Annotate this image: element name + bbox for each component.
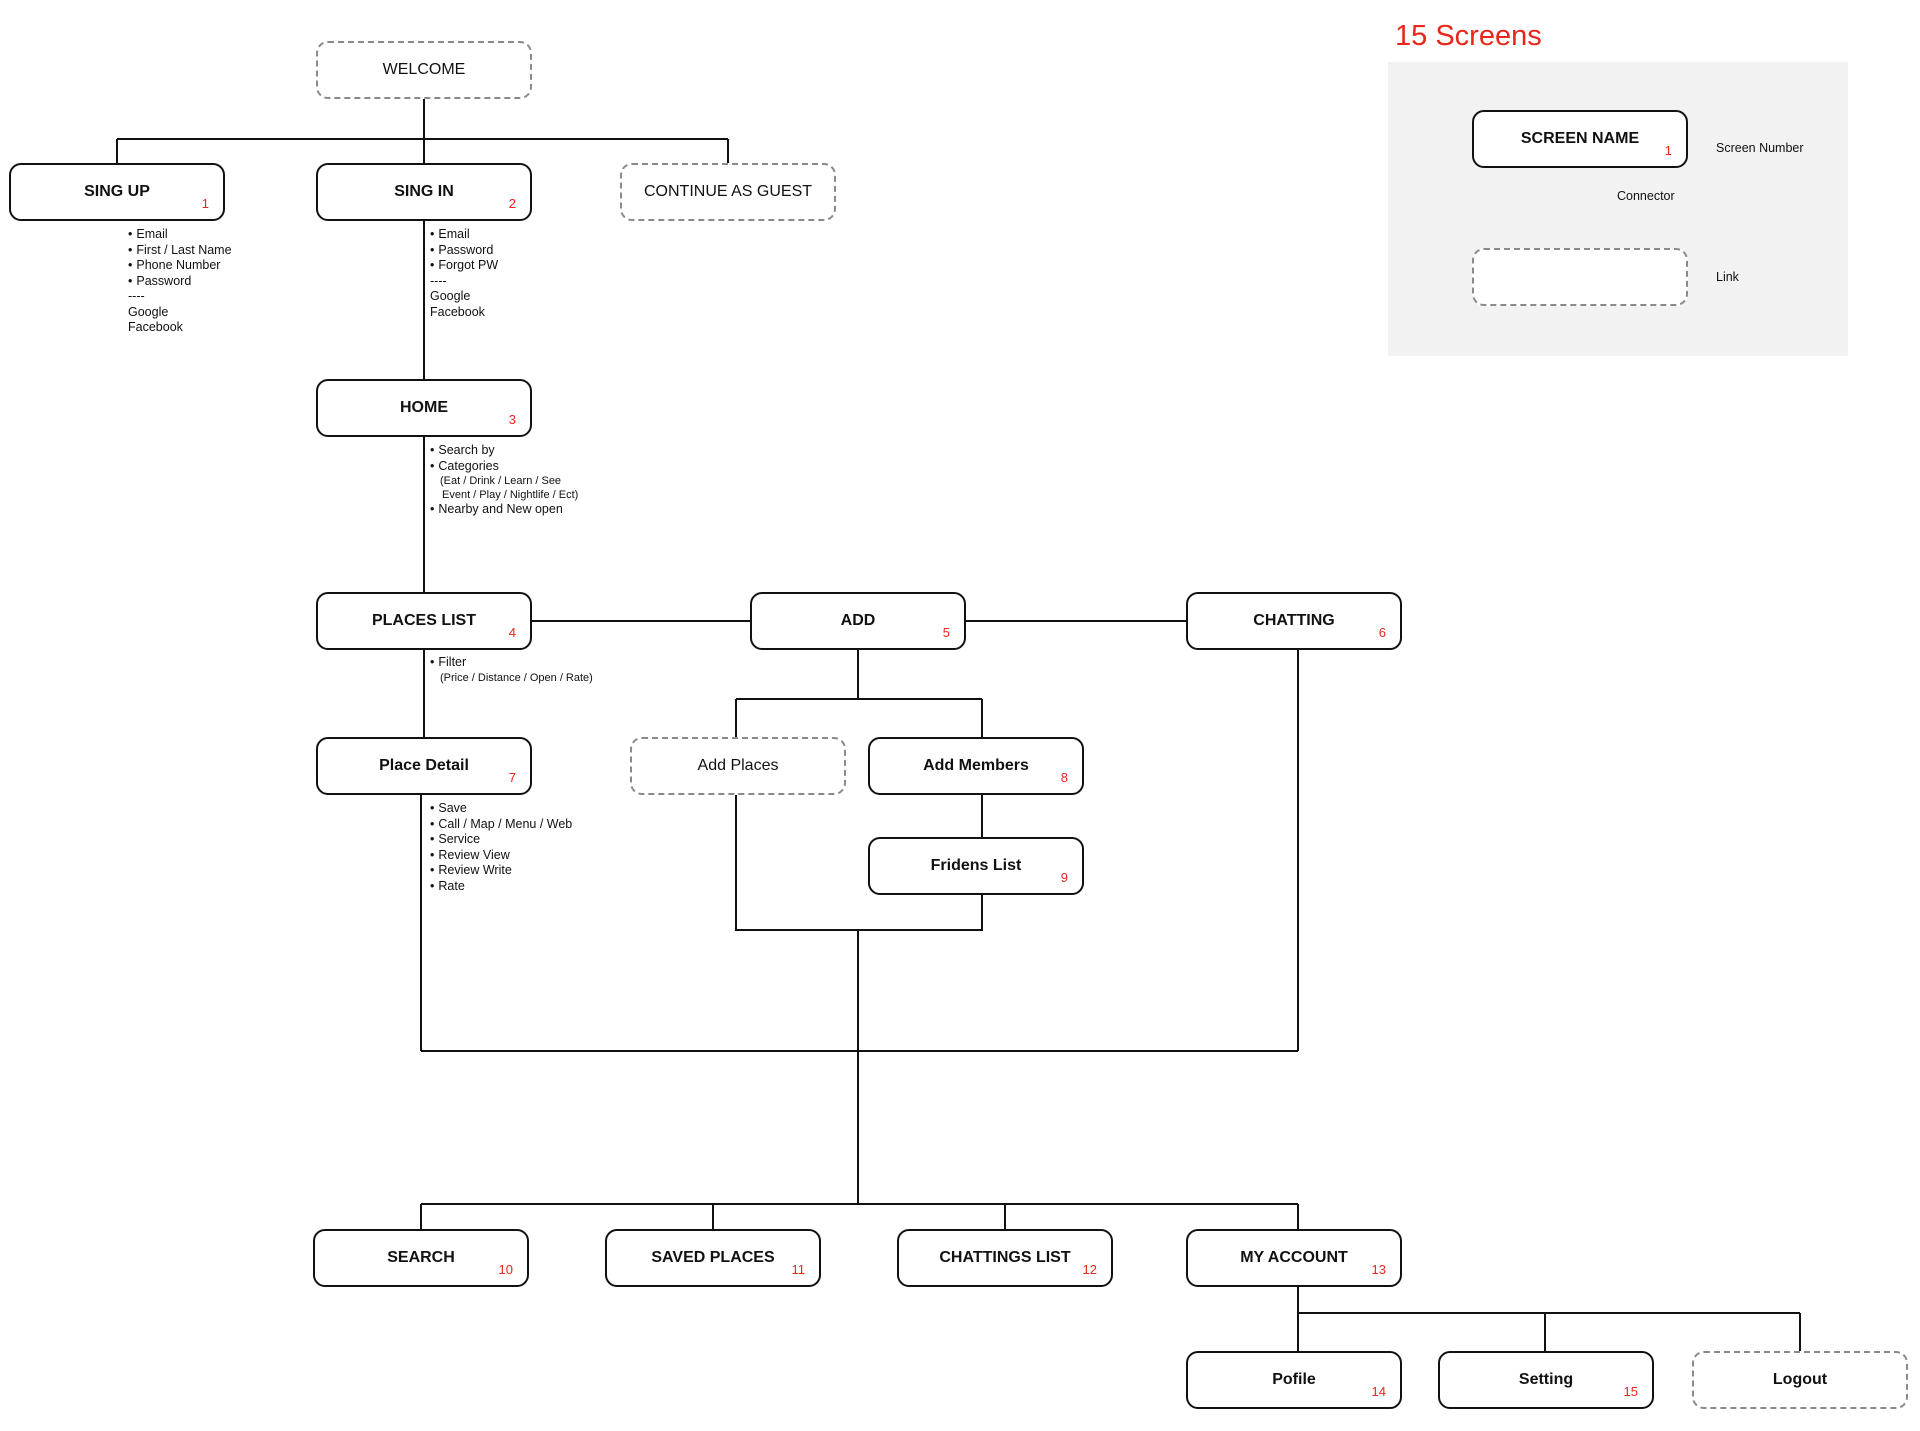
screen-number: 1	[201, 196, 209, 211]
node-saved-places: SAVED PLACES 11	[605, 1229, 821, 1287]
node-label: Logout	[1772, 1371, 1828, 1388]
notes-signin: Email Password Forgot PW ---- Google Fac…	[430, 227, 498, 320]
note-item: Review View	[430, 848, 572, 864]
screen-number: 8	[1060, 770, 1068, 785]
legend-title: 15 Screens	[1395, 20, 1542, 52]
node-signin: SING IN 2	[316, 163, 532, 221]
node-places-list: PLACES LIST 4	[316, 592, 532, 650]
screen-number: 6	[1378, 625, 1386, 640]
node-signup: SING UP 1	[9, 163, 225, 221]
node-label: SING UP	[84, 183, 150, 200]
node-logout: Logout	[1692, 1351, 1908, 1409]
note-item: Categories	[430, 459, 578, 475]
notes-home: Search by Categories (Eat / Drink / Lear…	[430, 443, 578, 518]
note-item: Password	[430, 243, 498, 259]
node-label: Add Places	[697, 757, 779, 774]
note-item: (Price / Distance / Open / Rate)	[440, 671, 593, 684]
legend-connector-label: Connector	[1617, 189, 1675, 203]
notes-places-list: Filter (Price / Distance / Open / Rate)	[430, 655, 593, 685]
notes-place-detail: Save Call / Map / Menu / Web Service Rev…	[430, 801, 572, 894]
note-item: Facebook	[430, 304, 485, 319]
screen-number: 9	[1060, 870, 1068, 885]
screen-number: 7	[508, 770, 516, 785]
screen-number: 3	[508, 412, 516, 427]
note-item: Search by	[430, 443, 578, 459]
node-add-places: Add Places	[630, 737, 846, 795]
note-item: Password	[128, 274, 232, 290]
node-chattings-list: CHATTINGS LIST 12	[897, 1229, 1113, 1287]
note-item: (Eat / Drink / Learn / See	[440, 475, 562, 487]
legend-link-label: Link	[1716, 270, 1739, 284]
node-label: Place Detail	[379, 757, 469, 774]
node-label: Add Members	[923, 757, 1029, 774]
note-item: Call / Map / Menu / Web	[430, 817, 572, 833]
node-label: CHATTING	[1253, 612, 1335, 629]
node-label: WELCOME	[382, 61, 466, 78]
node-friends-list: Fridens List 9	[868, 837, 1084, 895]
note-item: Service	[430, 832, 572, 848]
node-label: Setting	[1518, 1371, 1574, 1388]
node-profile: Pofile 14	[1186, 1351, 1402, 1409]
note-item: First / Last Name	[128, 243, 231, 259]
screen-number: 13	[1371, 1262, 1386, 1277]
node-label: ADD	[840, 612, 876, 629]
node-label: SEARCH	[387, 1249, 455, 1266]
note-item: Event / Play / Nightlife / Ect)	[442, 489, 579, 501]
node-home: HOME 3	[316, 379, 532, 437]
note-item: ----	[128, 289, 145, 303]
note-item: ----	[430, 273, 447, 288]
screen-number: 4	[508, 625, 516, 640]
node-label: HOME	[400, 399, 448, 416]
legend-screen-number-label: Screen Number	[1716, 141, 1804, 155]
node-label: CHATTINGS LIST	[939, 1249, 1071, 1266]
node-label: SCREEN NAME	[1520, 130, 1640, 147]
screen-number: 5	[942, 625, 950, 640]
node-search: SEARCH 10	[313, 1229, 529, 1287]
node-add: ADD 5	[750, 592, 966, 650]
screen-number: 15	[1623, 1384, 1638, 1399]
node-add-members: Add Members 8	[868, 737, 1084, 795]
node-label: Pofile	[1272, 1371, 1316, 1388]
note-item: Facebook	[128, 320, 183, 334]
node-guest: CONTINUE AS GUEST	[620, 163, 836, 221]
note-item: Google	[430, 289, 471, 303]
note-item: Save	[430, 801, 572, 817]
note-item: Rate	[430, 879, 572, 895]
notes-signup: Email First / Last Name Phone Number Pas…	[128, 227, 232, 336]
node-my-account: MY ACCOUNT 13	[1186, 1229, 1402, 1287]
note-item: Email	[128, 227, 232, 243]
node-label: Fridens List	[930, 857, 1022, 874]
note-item: Forgot PW	[430, 258, 498, 274]
screen-number: 12	[1082, 1262, 1097, 1277]
node-welcome: WELCOME	[316, 41, 532, 99]
note-item: Nearby and New open	[430, 502, 578, 518]
screen-number: 11	[791, 1262, 806, 1277]
node-label: MY ACCOUNT	[1240, 1249, 1348, 1266]
node-label: PLACES LIST	[371, 612, 476, 629]
note-item: Email	[430, 227, 498, 243]
node-setting: Setting 15	[1438, 1351, 1654, 1409]
screen-number: 2	[508, 196, 516, 211]
legend-sample-link	[1472, 248, 1688, 306]
note-item: Filter	[430, 655, 593, 671]
legend-sample-screen: SCREEN NAME 1	[1472, 110, 1688, 168]
node-label: CONTINUE AS GUEST	[643, 183, 813, 200]
node-label: SAVED PLACES	[651, 1249, 775, 1266]
screen-number: 14	[1371, 1384, 1386, 1399]
screen-number: 1	[1664, 143, 1672, 158]
screen-number: 10	[498, 1262, 513, 1277]
node-place-detail: Place Detail 7	[316, 737, 532, 795]
node-chatting: CHATTING 6	[1186, 592, 1402, 650]
legend-panel	[1388, 62, 1848, 356]
node-label: SING IN	[394, 183, 454, 200]
note-item: Phone Number	[128, 258, 232, 274]
note-item: Review Write	[430, 863, 572, 879]
note-item: Google	[128, 304, 169, 319]
